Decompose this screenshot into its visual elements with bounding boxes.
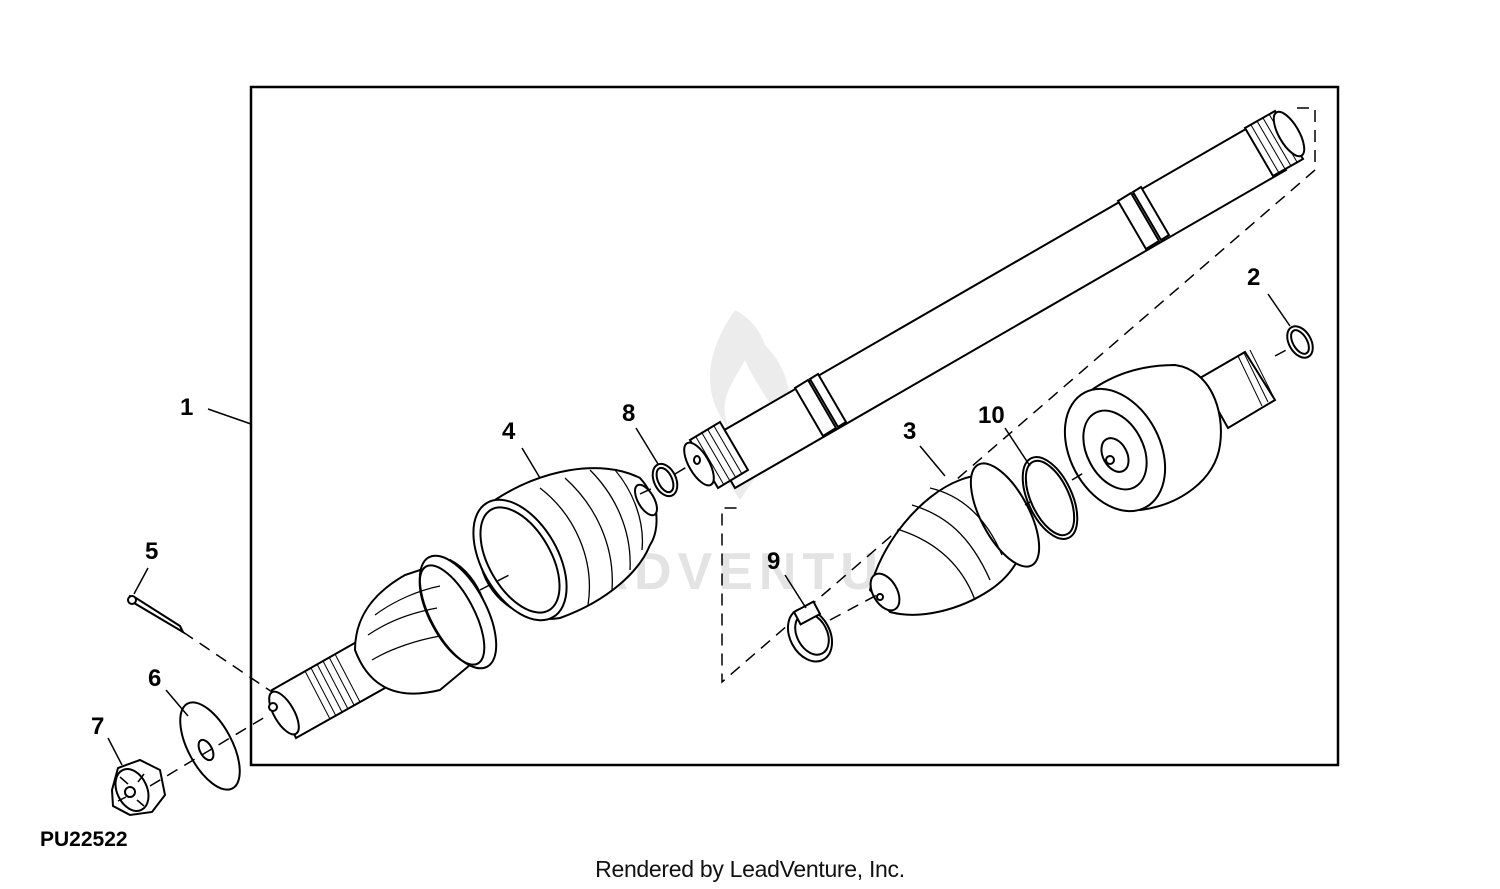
callout-3: 3 bbox=[903, 418, 917, 445]
snap-ring-2 bbox=[1286, 325, 1314, 359]
callout-10: 10 bbox=[978, 402, 1005, 429]
axle-shaft bbox=[683, 109, 1306, 490]
leader-line-1 bbox=[207, 408, 252, 425]
callout-7: 7 bbox=[91, 713, 105, 740]
inner-boot bbox=[868, 462, 1041, 616]
assembly-centerlines bbox=[149, 347, 1291, 787]
callout-8: 8 bbox=[622, 400, 636, 427]
callout-2: 2 bbox=[1247, 264, 1261, 291]
washer-6 bbox=[179, 701, 241, 791]
castle-nut-7 bbox=[110, 758, 167, 817]
callout-5: 5 bbox=[145, 538, 159, 565]
outer-cv-joint bbox=[268, 554, 498, 740]
render-credit: Rendered by LeadVenture, Inc. bbox=[595, 856, 905, 882]
boot-clamp-9 bbox=[786, 600, 834, 663]
cotter-pin-5 bbox=[127, 594, 186, 635]
callout-9: 9 bbox=[767, 548, 781, 575]
leader-lines bbox=[107, 293, 1291, 766]
inner-cv-joint-housing bbox=[1063, 349, 1277, 513]
assembly-boundary-box bbox=[249, 85, 1340, 767]
outer-boot bbox=[472, 467, 658, 622]
snap-ring-8 bbox=[651, 462, 679, 498]
retaining-ring-10 bbox=[1021, 456, 1079, 540]
callout-1: 1 bbox=[180, 394, 194, 421]
callout-6: 6 bbox=[148, 665, 162, 692]
callout-4: 4 bbox=[502, 418, 516, 445]
inner-joint-kit-dashed-outline bbox=[721, 107, 1316, 684]
figure-id: PU22522 bbox=[40, 828, 128, 851]
